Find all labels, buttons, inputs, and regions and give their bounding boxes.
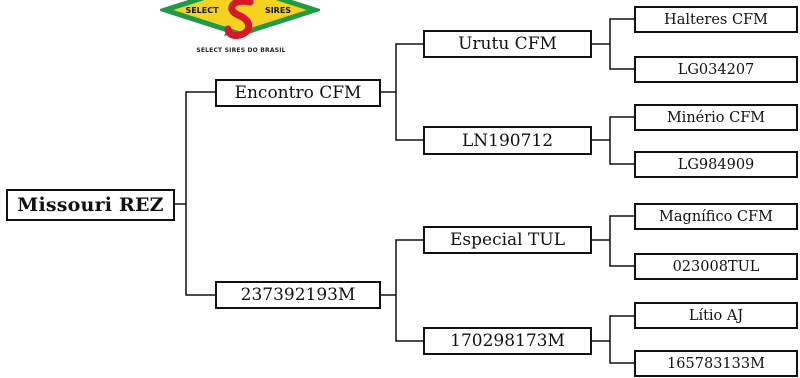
logo-select-text: SELECT: [185, 6, 219, 15]
sire-dam-sire-box: Minério CFM: [634, 104, 798, 131]
dam-dam-box: 170298173M: [423, 327, 592, 355]
select-sires-logo: SELECT SIRES: [160, 0, 320, 39]
dam-dam-dam-box: 165783133M: [634, 350, 798, 377]
subject-box: Missouri REZ: [6, 189, 175, 221]
dam-sire-sire-box: Magnífico CFM: [634, 203, 798, 230]
logo-caption: SELECT SIRES DO BRASIL: [196, 47, 286, 54]
logo-sires-text: SIRES: [265, 6, 291, 15]
dam-sire-dam-box: 023008TUL: [634, 253, 798, 280]
sire-box: Encontro CFM: [215, 79, 381, 107]
dam-sire-box: Especial TUL: [423, 226, 592, 254]
sire-sire-sire-box: Halteres CFM: [634, 6, 798, 33]
logo-s-mark: [224, 0, 254, 39]
sire-sire-dam-box: LG034207: [634, 56, 798, 83]
sire-dam-dam-box: LG984909: [634, 151, 798, 178]
sire-sire-box: Urutu CFM: [423, 30, 592, 58]
sire-dam-box: LN190712: [423, 126, 592, 155]
dam-dam-sire-box: Lítio AJ: [634, 302, 798, 329]
dam-box: 237392193M: [215, 281, 381, 309]
